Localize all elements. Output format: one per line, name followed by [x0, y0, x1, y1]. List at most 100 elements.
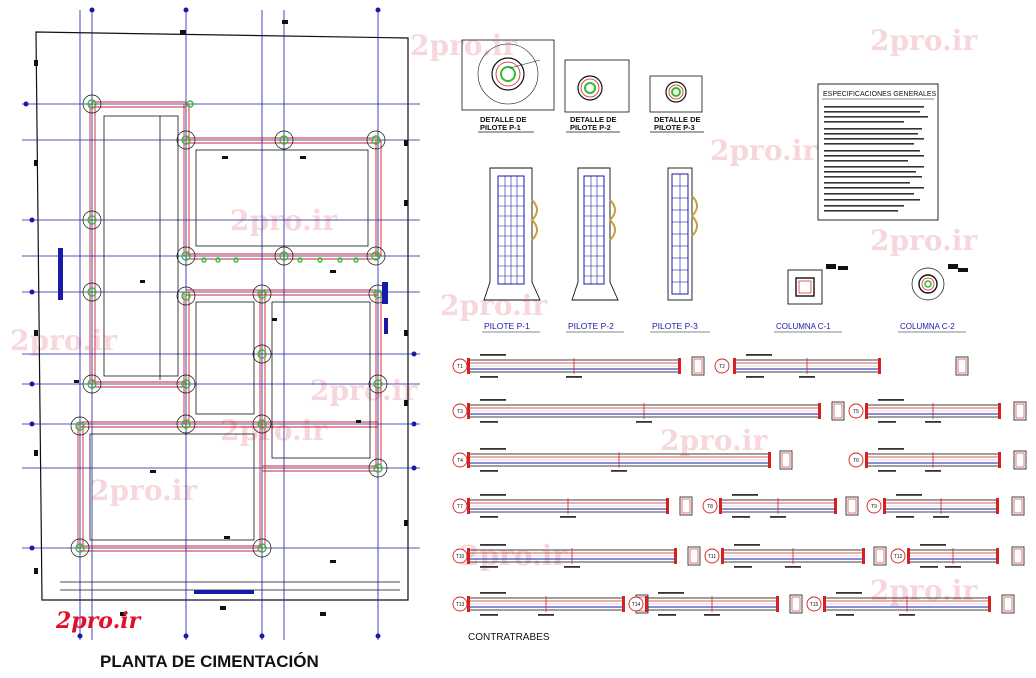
beam-row: T8	[702, 494, 859, 518]
beam-support	[467, 403, 470, 419]
beam-note	[785, 566, 801, 568]
beam-row: T2	[714, 354, 969, 378]
beam-tag-circle	[714, 358, 730, 374]
beam-note	[836, 614, 854, 616]
pile-elevation-p3: PILOTE P-3	[650, 167, 710, 333]
watermark-text: 2pro.ir	[90, 474, 198, 507]
beam-tag-label: T4	[457, 458, 463, 464]
beam-note	[538, 614, 554, 616]
beam-cross-section	[873, 546, 887, 566]
beam-tag-label: T6	[853, 458, 859, 464]
beam-support	[678, 358, 681, 374]
beam-cross-section	[679, 496, 693, 516]
beam-cross-section	[1013, 450, 1027, 470]
beam-note	[878, 448, 904, 450]
watermark-text: 2pro.ir	[440, 289, 548, 322]
beam-note	[734, 544, 760, 546]
pile-detail-p3: DETALLE DE PILOTE P-3	[649, 75, 704, 133]
beam-tag-label: T14	[632, 602, 641, 608]
column-details: COLUMNA C-1 COLUMNA C-2	[774, 264, 968, 333]
beam-note	[480, 494, 506, 496]
beam-tag-label: T8	[707, 504, 713, 510]
beam-support	[768, 452, 771, 468]
pile-detail-label: PILOTE P-2	[570, 123, 611, 132]
watermark-text: 2pro.ir	[870, 24, 978, 57]
watermark-text: 2pro.ir	[410, 29, 518, 62]
beam-note	[920, 566, 938, 568]
beam-support	[865, 403, 868, 419]
watermark-text: 2pro.ir	[310, 374, 418, 407]
beam-support	[467, 548, 470, 564]
plan-title: PLANTA DE CIMENTACIÓN	[100, 652, 319, 671]
specs-text-lines	[824, 106, 928, 212]
beam-row: T10	[452, 544, 701, 568]
beam-support	[818, 403, 821, 419]
beam-support	[719, 498, 722, 514]
pile-elevation-p2: PILOTE P-2	[566, 167, 624, 333]
beam-cross-section-stirrup	[1013, 548, 1023, 564]
pile-detail-p1: DETALLE DE PILOTE P-1	[461, 39, 555, 133]
pile-detail-label: DETALLE DE	[570, 115, 617, 124]
watermark-text: 2pro.ir	[10, 324, 118, 357]
beam-support	[865, 452, 868, 468]
dimension-ticks	[34, 20, 408, 616]
beam-cross-section	[1011, 496, 1025, 516]
beam-note	[480, 566, 498, 568]
beam-note	[878, 399, 904, 401]
beam-cross-section	[779, 450, 793, 470]
specs-title: ESPECIFICACIONES GENERALES	[823, 91, 937, 98]
beam-note	[560, 516, 576, 518]
beam-cross-section	[845, 496, 859, 516]
beam-note	[770, 516, 786, 518]
beam-support	[467, 452, 470, 468]
beam-note	[480, 421, 498, 423]
beam-note	[732, 494, 758, 496]
beam-row: T13	[452, 592, 649, 616]
beam-tag-label: T15	[810, 602, 819, 608]
beam-note	[746, 354, 772, 356]
beam-note	[704, 614, 720, 616]
beam-tag-circle	[848, 452, 864, 468]
beam-row: T12	[890, 544, 1025, 568]
beam-support	[622, 596, 625, 612]
pile-detail-label: PILOTE P-1	[480, 123, 521, 132]
beam-cross-section-stirrup	[689, 548, 699, 564]
specifications-box: ESPECIFICACIONES GENERALES	[817, 83, 939, 221]
beam-support	[862, 548, 865, 564]
grid-axis-markers	[23, 7, 417, 639]
beam-tag-circle	[890, 548, 906, 564]
piles-plan	[70, 94, 388, 558]
beam-support	[467, 596, 470, 612]
column-label: COLUMNA C-1	[776, 322, 831, 331]
pile-elevation-label: PILOTE P-3	[652, 321, 698, 331]
pile-elevation-label: PILOTE P-2	[568, 321, 614, 331]
beam-cross-section-stirrup	[1003, 596, 1013, 612]
beam-support	[467, 498, 470, 514]
beam-note	[732, 516, 750, 518]
beam-row: T6	[848, 448, 1027, 472]
grade-beams	[77, 101, 382, 552]
beam-note	[945, 566, 961, 568]
beam-row: T15	[806, 592, 1015, 616]
beam-support	[878, 358, 881, 374]
beam-cross-section	[687, 546, 701, 566]
beam-cross-section-stirrup	[791, 596, 801, 612]
pile-detail-p2: DETALLE DE PILOTE P-2	[564, 59, 630, 133]
blue-markers	[58, 248, 388, 594]
beam-note	[480, 470, 498, 472]
beam-cross-section	[789, 594, 803, 614]
beam-row: T4	[452, 448, 793, 472]
pile-elevation-label: PILOTE P-1	[484, 321, 530, 331]
beam-cross-section-stirrup	[833, 403, 843, 419]
column-c2: COLUMNA C-2	[898, 264, 968, 333]
watermark-text: 2pro.ir	[870, 224, 978, 257]
watermark-text: 2pro.ir	[870, 574, 978, 607]
beam-row: T14	[628, 592, 803, 616]
beam-tag-circle	[702, 498, 718, 514]
beam-row: T5	[848, 399, 1027, 423]
watermark-text: 2pro.ir	[220, 414, 328, 447]
grid-axes	[22, 10, 420, 640]
beam-cross-section-stirrup	[957, 358, 967, 374]
